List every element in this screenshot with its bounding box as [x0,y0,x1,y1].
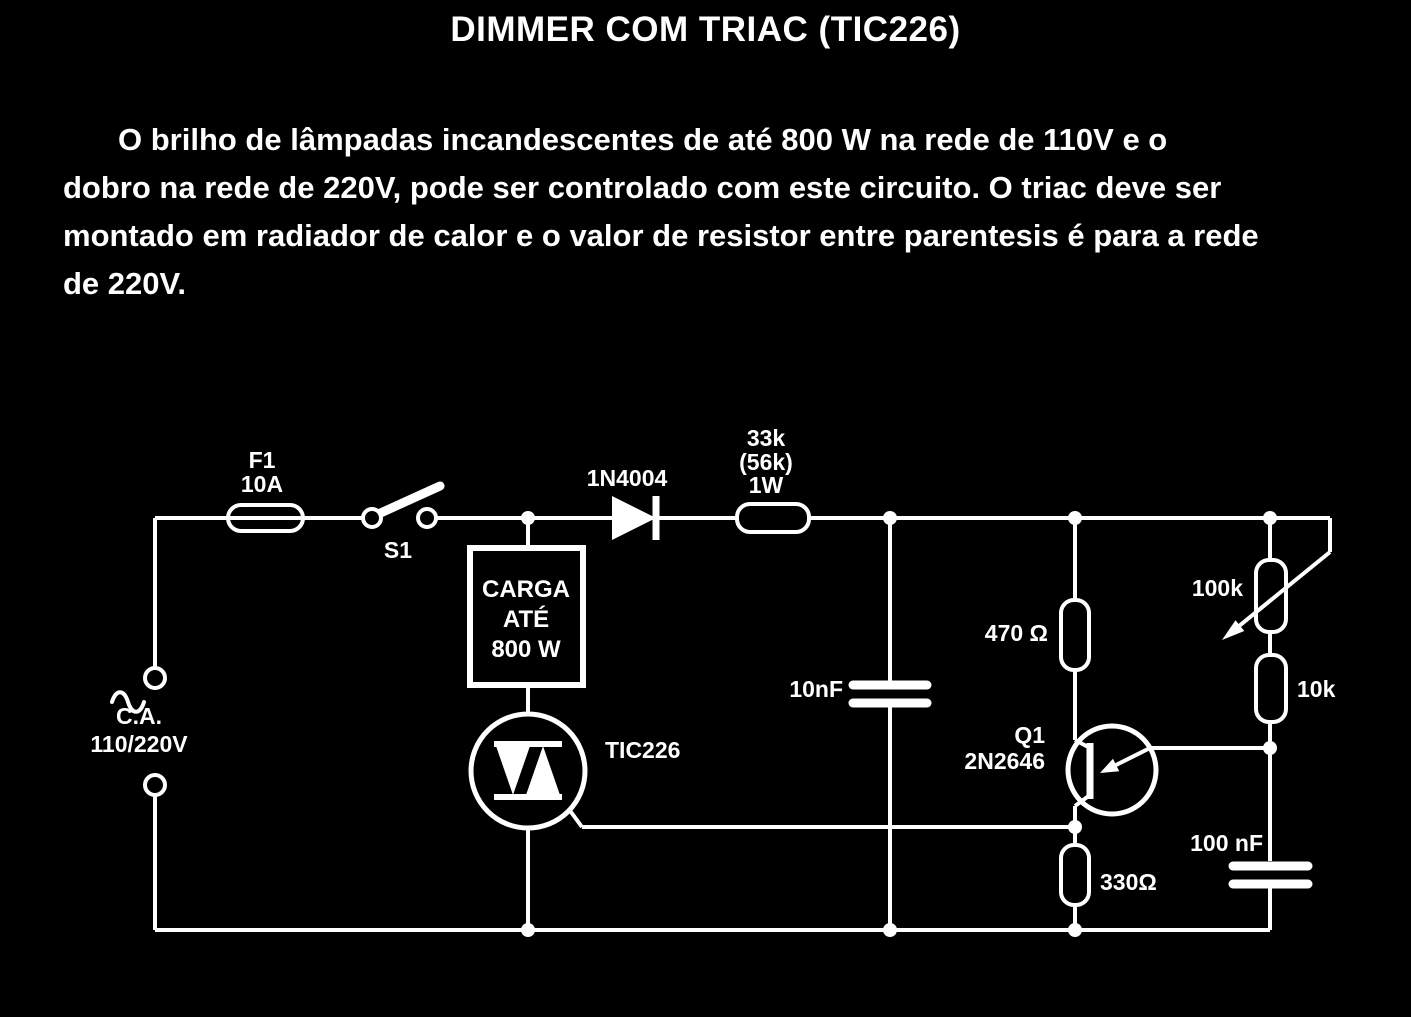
resistor-10k: 10k [1254,653,1336,724]
resistor-label: 330Ω [1100,869,1157,895]
resistor-power-label: 1W [749,472,784,498]
load-box: CARGA ATÉ 800 W [467,545,586,688]
resistor-body [1254,653,1288,724]
load-label-3: 800 W [491,636,561,663]
ac-voltage-label: 110/220V [90,731,188,757]
resistor-label: 470 Ω [985,620,1048,646]
junction-dot [1263,741,1277,755]
triac-outline [468,711,588,831]
junction-dot [883,923,897,937]
transistor-name-label: Q1 [1014,722,1045,748]
fuse-name-label: F1 [249,447,276,473]
potentiometer-body [1254,558,1288,634]
junction-dots [521,511,1277,937]
resistor-33k: 33k (56k) 1W [735,425,811,534]
resistor-330: 330Ω [1059,843,1157,907]
capacitor-10nf: 10nF [789,676,932,708]
junction-dot [1068,511,1082,525]
resistor-alt-value-label: (56k) [739,449,793,475]
resistor-body [1059,598,1091,672]
resistor-470: 470 Ω [985,598,1091,672]
load-label-2: ATÉ [503,605,549,633]
switch-s1: S1 [361,481,445,563]
switch-contact [416,507,438,529]
junction-dot [1263,511,1277,525]
fuse-f1: F1 10A [226,447,305,533]
ac-waveform-icon [110,690,146,714]
diode-label: 1N4004 [587,465,668,491]
emitter-arrow [1100,758,1120,773]
potentiometer-label: 100k [1192,575,1243,601]
resistor-label: 10k [1297,676,1336,702]
load-label-1: CARGA [482,576,570,603]
description-line: O brilho de lâmpadas incandescentes de a… [118,122,1168,157]
capacitor-label: 10nF [789,676,843,702]
page-title: DIMMER COM TRIAC (TIC226) [450,10,961,49]
potentiometer-wiper [1226,550,1332,637]
transistor-outline [1065,723,1159,817]
ac-terminal-top [143,666,167,690]
switch-blade [369,481,445,521]
description-line: dobro na rede de 220V, pode ser controla… [63,170,1222,205]
junction-dot [1068,820,1082,834]
capacitor-100nf: 100 nF [1190,830,1313,889]
ac-label: C.A. [116,703,162,729]
ac-terminal-bottom [143,773,167,797]
transistor-part-label: 2N2646 [964,748,1045,774]
description: O brilho de lâmpadas incandescentes de a… [63,116,1361,308]
junction-dot [521,923,535,937]
resistor-body [1059,843,1091,907]
description-line: de 220V. [63,266,186,301]
diode-anode-triangle [612,496,656,540]
switch-contact [361,507,383,529]
transistor-q1: Q1 2N2646 [964,722,1159,817]
fuse-body [226,503,305,533]
triac-triangle-down [496,746,530,795]
junction-dot [1068,923,1082,937]
resistor-body [735,502,811,534]
switch-label: S1 [384,537,412,563]
triac-tic226: TIC226 [468,711,680,831]
capacitor-label: 100 nF [1190,830,1263,856]
junction-dot [883,511,897,525]
diode-1n4004: 1N4004 [587,465,668,540]
resistor-value-label: 33k [747,425,786,451]
ac-source: C.A. 110/220V [90,666,188,797]
description-line: montado em radiador de calor e o valor d… [63,218,1259,253]
junction-dot [521,511,535,525]
triac-triangle-up [526,746,560,795]
potentiometer-100k: 100k [1192,550,1332,640]
load-outline [467,545,586,688]
fuse-rating-label: 10A [241,471,283,497]
potentiometer-wiper-arrowhead [1222,620,1245,640]
triac-label: TIC226 [605,737,680,763]
